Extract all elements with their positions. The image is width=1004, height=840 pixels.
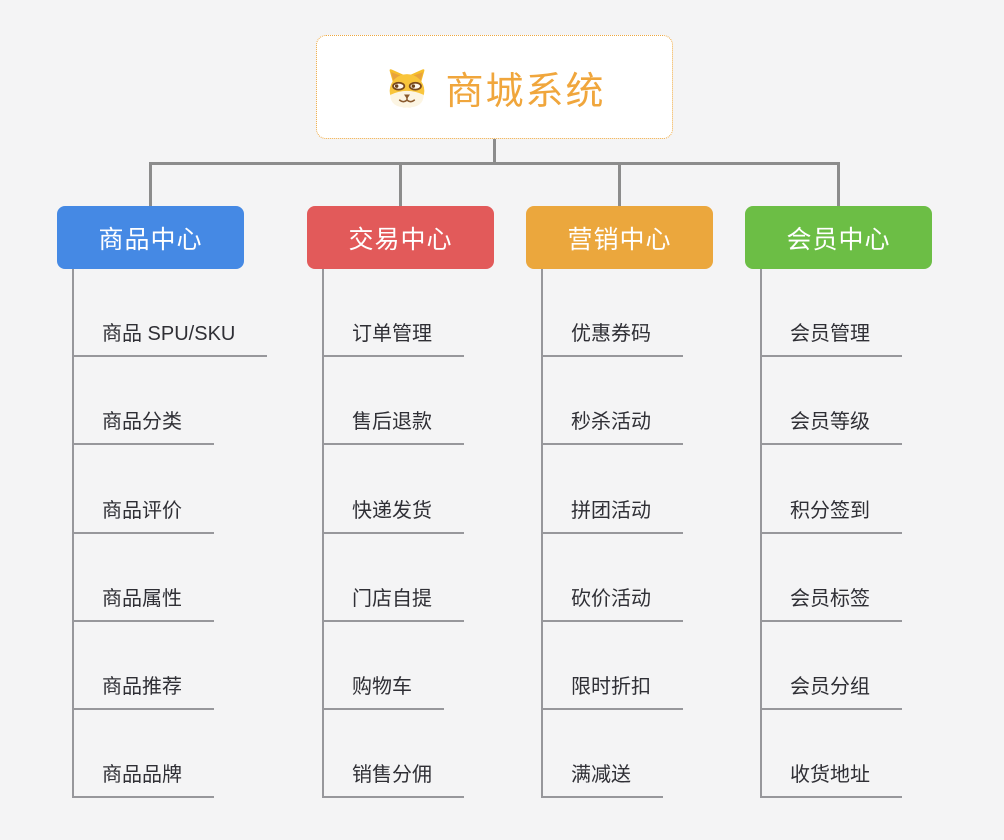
item-row: 订单管理: [324, 269, 464, 358]
item-row: 限时折扣: [543, 622, 683, 710]
branch-header-product[interactable]: 商品中心: [57, 206, 244, 269]
connector-stub-member: [837, 165, 840, 206]
mindmap-item[interactable]: 秒杀活动: [543, 405, 683, 446]
mindmap-item[interactable]: 优惠券码: [543, 317, 683, 358]
connector-stub-marketing: [618, 165, 621, 206]
mindmap-item[interactable]: 拼团活动: [543, 494, 683, 534]
mindmap-item[interactable]: 会员标签: [762, 582, 902, 622]
item-row: 会员管理: [762, 269, 902, 358]
branch-items-marketing: 优惠券码 秒杀活动 拼团活动 砍价活动 限时折扣 满减送: [541, 269, 683, 799]
item-row: 秒杀活动: [543, 357, 683, 446]
connector-horizontal: [149, 162, 840, 165]
mindmap-item[interactable]: 门店自提: [324, 582, 464, 622]
item-row: 商品 SPU/SKU: [74, 269, 268, 358]
item-row: 商品推荐: [74, 622, 267, 710]
branch-items-trade: 订单管理 售后退款 快递发货 门店自提 购物车 销售分佣: [322, 269, 464, 799]
item-row: 会员标签: [762, 534, 902, 622]
branch-items-product: 商品 SPU/SKU 商品分类 商品评价 商品属性 商品推荐 商品品牌: [72, 269, 268, 799]
mindmap-item[interactable]: 商品推荐: [74, 670, 214, 710]
item-row: 会员等级: [762, 357, 902, 446]
branch-header-trade[interactable]: 交易中心: [307, 206, 494, 269]
root-node[interactable]: 商城系统: [316, 35, 673, 139]
connector-stub-trade: [399, 165, 402, 206]
branch-header-marketing[interactable]: 营销中心: [526, 206, 713, 269]
item-row: 满减送: [543, 710, 683, 799]
doge-icon: [383, 66, 431, 109]
mindmap-item[interactable]: 销售分佣: [324, 758, 464, 799]
mindmap-item[interactable]: 积分签到: [762, 494, 902, 534]
mindmap-item[interactable]: 购物车: [324, 670, 444, 710]
mindmap-item[interactable]: 商品属性: [74, 582, 214, 622]
item-row: 销售分佣: [324, 710, 464, 799]
item-row: 拼团活动: [543, 445, 683, 534]
mindmap-item[interactable]: 会员等级: [762, 405, 902, 446]
connector-root-vertical: [493, 139, 496, 165]
item-row: 收货地址: [762, 710, 902, 799]
branch-header-member[interactable]: 会员中心: [745, 206, 932, 269]
item-row: 积分签到: [762, 445, 902, 534]
mindmap-item[interactable]: 商品分类: [74, 405, 214, 446]
item-row: 商品属性: [74, 534, 267, 622]
item-row: 会员分组: [762, 622, 902, 710]
item-row: 售后退款: [324, 357, 464, 446]
mindmap-item[interactable]: 满减送: [543, 758, 663, 799]
mindmap-item[interactable]: 商品 SPU/SKU: [74, 317, 268, 358]
mindmap-item[interactable]: 收货地址: [762, 758, 902, 799]
root-title: 商城系统: [445, 70, 606, 113]
item-row: 商品品牌: [74, 710, 267, 799]
mindmap-item[interactable]: 会员管理: [762, 317, 902, 358]
branch-items-member: 会员管理 会员等级 积分签到 会员标签 会员分组 收货地址: [760, 269, 902, 799]
mindmap-item[interactable]: 会员分组: [762, 670, 902, 710]
mindmap-item[interactable]: 售后退款: [324, 405, 464, 446]
item-row: 门店自提: [324, 534, 464, 622]
item-row: 商品评价: [74, 445, 267, 534]
mindmap-item[interactable]: 商品品牌: [74, 758, 214, 799]
item-row: 快递发货: [324, 445, 464, 534]
connector-stub-product: [149, 165, 152, 206]
item-row: 购物车: [324, 622, 464, 710]
item-row: 砍价活动: [543, 534, 683, 622]
mindmap-item[interactable]: 砍价活动: [543, 582, 683, 622]
item-row: 优惠券码: [543, 269, 683, 358]
mindmap-item[interactable]: 限时折扣: [543, 670, 683, 710]
mindmap-item[interactable]: 快递发货: [324, 494, 464, 534]
mindmap-item[interactable]: 商品评价: [74, 494, 214, 534]
item-row: 商品分类: [74, 357, 267, 446]
mindmap-item[interactable]: 订单管理: [324, 317, 464, 358]
